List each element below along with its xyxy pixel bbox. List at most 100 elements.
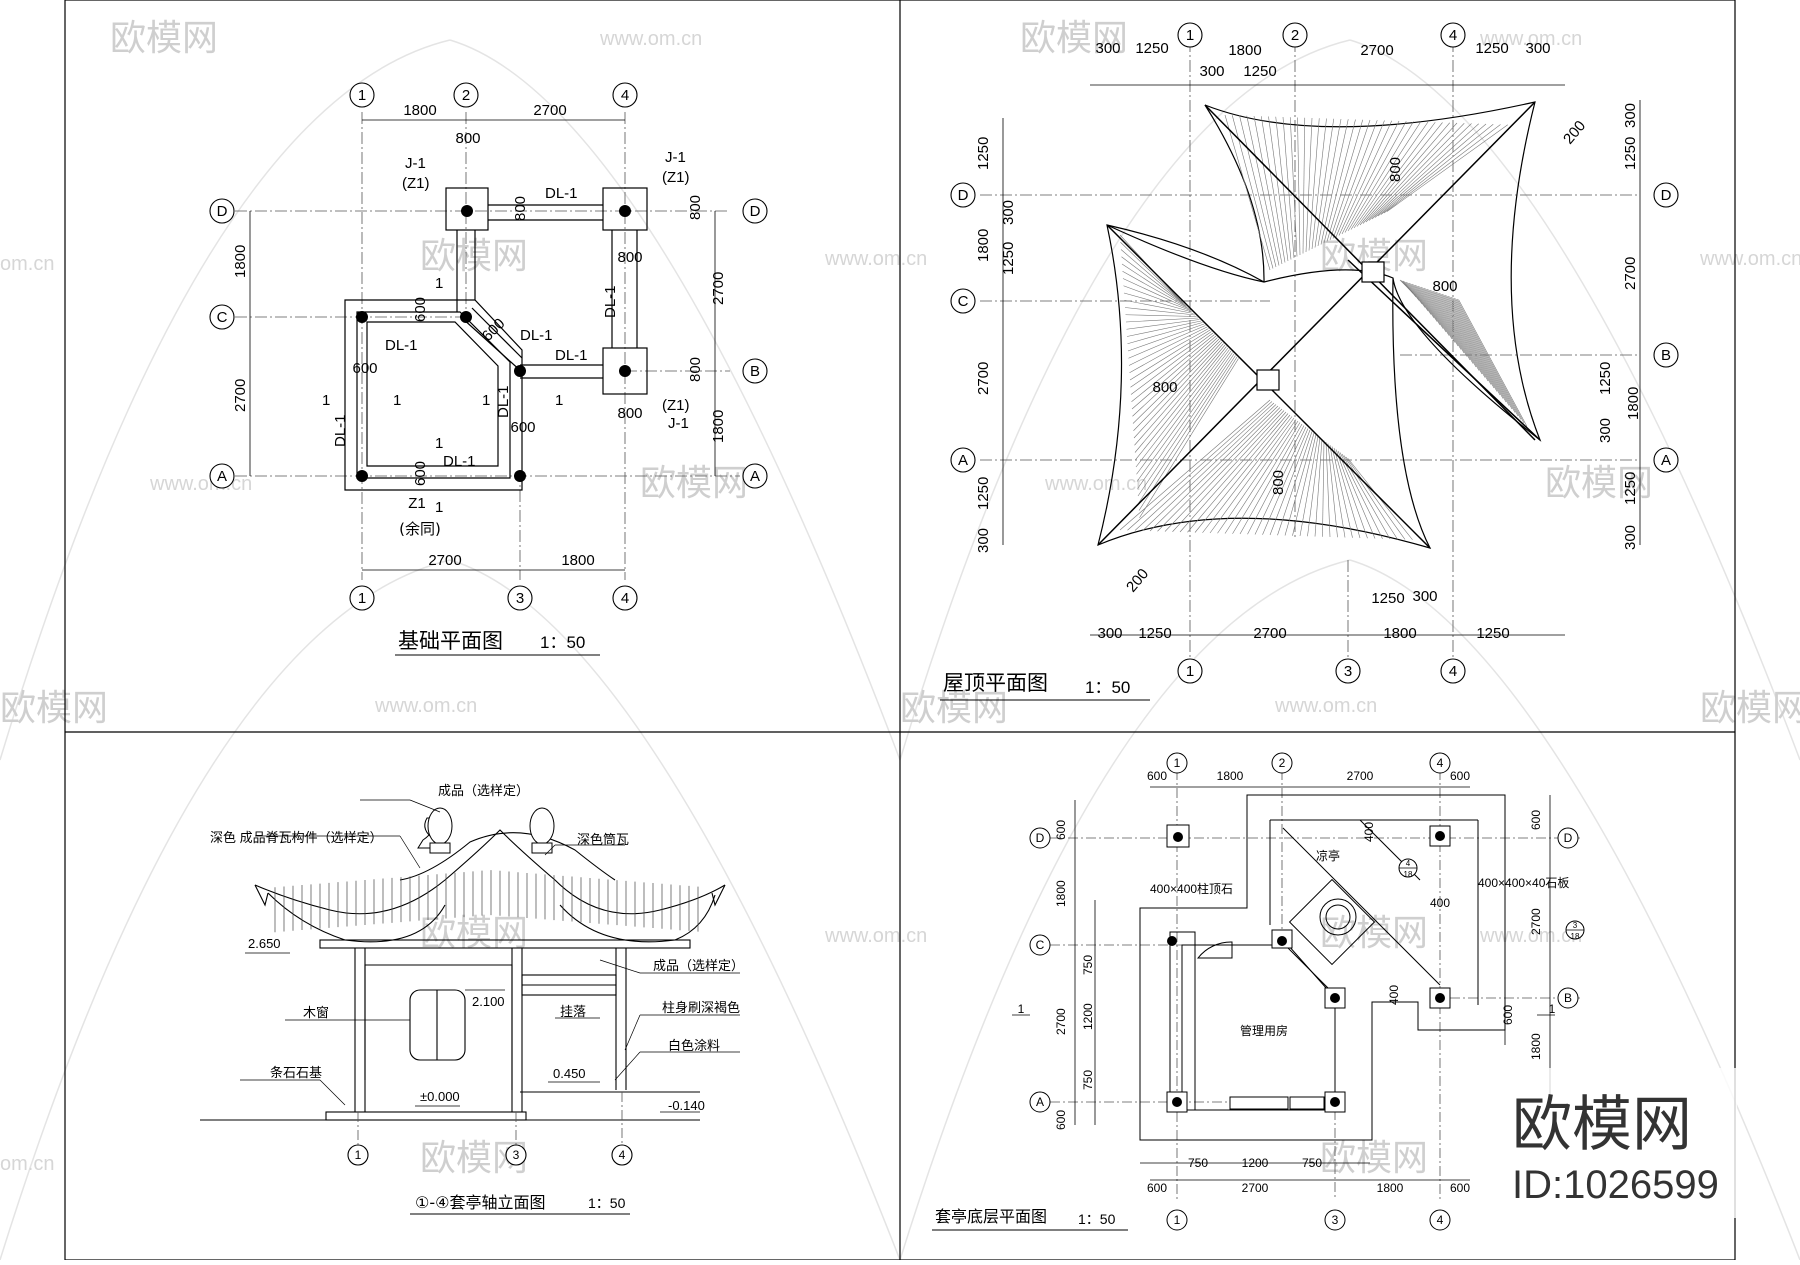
hatch-line xyxy=(1130,331,1212,388)
hatch-line xyxy=(1231,115,1274,269)
hatch-line xyxy=(1131,335,1217,410)
hatch-line xyxy=(1447,295,1507,403)
hatch-line xyxy=(1377,123,1487,217)
axis-label: D xyxy=(1036,831,1045,845)
hatch-line xyxy=(1247,425,1305,535)
hatch-line xyxy=(1124,307,1196,316)
dimension: 300 xyxy=(975,528,992,553)
dimension: 800 xyxy=(455,130,480,147)
hatch-line xyxy=(1345,456,1406,540)
hatch-line xyxy=(1131,334,1215,402)
hatch-line xyxy=(1420,286,1453,340)
dimension: 300 xyxy=(1597,418,1614,443)
axis-label: A xyxy=(1036,1095,1044,1109)
watermark-brand: 欧模网 xyxy=(1320,913,1428,954)
hatch-line xyxy=(1142,404,1277,531)
hatch-line xyxy=(1458,299,1528,427)
dimension: 300 xyxy=(1622,525,1639,550)
axis-label: B xyxy=(750,363,760,380)
watermark-url: www.om.cn xyxy=(1274,695,1377,717)
hatch-line xyxy=(1408,282,1429,312)
hatch-line xyxy=(1224,114,1271,271)
hatch-line xyxy=(1353,121,1429,229)
drawing-scale: 1：50 xyxy=(540,633,585,652)
dimension: 600 xyxy=(1450,1181,1470,1195)
dimension: 2700 xyxy=(1529,908,1543,935)
dimension: 1200 xyxy=(1242,1156,1269,1170)
watermark-url: www.om.cn xyxy=(599,28,702,50)
axis-label: 4 xyxy=(621,590,629,607)
note: 挂落 xyxy=(560,1004,586,1019)
section-mark: 1 xyxy=(435,275,443,292)
axis-label: 2 xyxy=(1291,27,1299,44)
hatch-line xyxy=(1422,287,1456,343)
note: 400×400×40石板 xyxy=(1478,876,1569,890)
hatch-line xyxy=(1332,120,1378,239)
hatch-line xyxy=(1253,115,1283,265)
hatch-line xyxy=(1335,120,1385,238)
hatch-line xyxy=(1419,286,1450,336)
dimension: 1800 xyxy=(1625,387,1642,420)
hatch-line xyxy=(1129,328,1209,374)
hatch-line xyxy=(1232,422,1301,534)
level-mark: 2.650 xyxy=(248,936,281,951)
watermark-brand: 欧模网 xyxy=(640,463,748,504)
ground-floor-plan: 1 2 4 1 3 4 D C A D B 600 1800 2700 600 … xyxy=(932,752,1585,1231)
dimension: 800 xyxy=(687,195,704,220)
dimension: 2700 xyxy=(710,272,727,305)
note: 柱身刷深褐色 xyxy=(662,1000,740,1015)
hatch-line xyxy=(1138,356,1238,511)
section-mark: 1 xyxy=(555,392,563,409)
hatch-line xyxy=(1130,332,1214,395)
axis-label: 1 xyxy=(1186,663,1194,680)
detail-ref: 18 xyxy=(1571,932,1580,941)
axis-label: 3 xyxy=(1332,1213,1339,1227)
drawing-scale: 1：50 xyxy=(1085,678,1130,697)
note: 400×400柱顶石 xyxy=(1150,881,1233,896)
hatch-line xyxy=(1224,420,1299,534)
hatch-line xyxy=(1124,299,1194,314)
hatch-line xyxy=(1320,119,1349,245)
level-mark: -0.140 xyxy=(668,1098,705,1113)
hatch-line xyxy=(1365,122,1458,223)
hatch-line xyxy=(1129,329,1211,381)
hatch-line xyxy=(1337,450,1376,539)
hatch-line xyxy=(1217,419,1297,534)
hatch-line xyxy=(1362,122,1450,224)
hatch-line xyxy=(1194,414,1291,533)
hatch-line xyxy=(1202,416,1293,533)
dimension: 800 xyxy=(617,249,642,266)
note: 深色 成品脊瓦构件（选样定） xyxy=(210,830,383,845)
dimension: 1250 xyxy=(1135,40,1168,57)
dimension: 300 xyxy=(1095,40,1120,57)
dimension: 400 xyxy=(1362,822,1376,842)
axis-label: A xyxy=(217,468,227,485)
dimension: 800 xyxy=(617,405,642,422)
hatch-line xyxy=(1431,290,1474,364)
hatch-line xyxy=(1125,317,1199,323)
axis-label: 3 xyxy=(1344,663,1352,680)
hatch-line xyxy=(1122,270,1188,308)
hatch-line xyxy=(1239,115,1277,268)
hatch-line xyxy=(1307,437,1321,537)
hatch-line xyxy=(1119,399,1271,531)
dimension: 2700 xyxy=(1360,42,1393,59)
hatch-line xyxy=(1441,293,1495,389)
watermark-brand: 欧模网 xyxy=(900,688,1008,729)
axis-label: A xyxy=(1661,452,1671,469)
watermark-brand: 欧模网 xyxy=(1320,1138,1428,1179)
level-mark: 2.100 xyxy=(472,994,505,1009)
drawing-title: 屋顶平面图 xyxy=(943,671,1048,695)
hatch-line xyxy=(1128,326,1208,366)
beam-label: DL-1 xyxy=(332,414,349,447)
hatch-line xyxy=(1338,120,1393,236)
hatch-line xyxy=(1134,343,1224,446)
axis-label: A xyxy=(750,468,760,485)
hatch-line xyxy=(1133,341,1223,439)
hatch-line xyxy=(1126,319,1200,330)
hatch-line xyxy=(1125,314,1197,317)
dimension: 1800 xyxy=(1377,1181,1404,1195)
dimension: 2700 xyxy=(1347,769,1374,783)
dimension: 800 xyxy=(687,357,704,382)
